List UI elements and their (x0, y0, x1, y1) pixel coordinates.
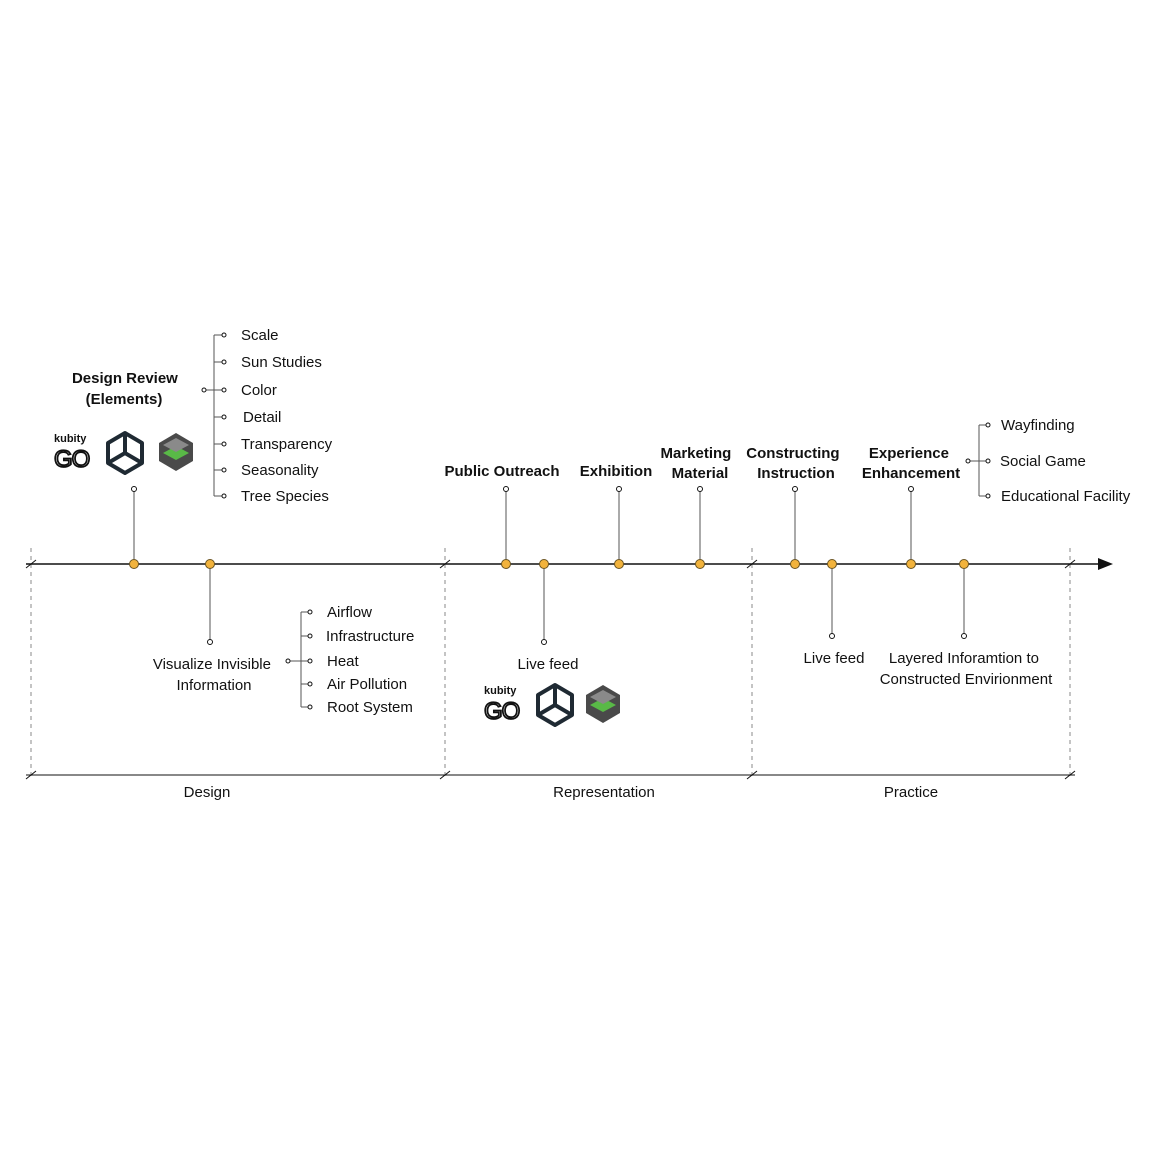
milestone-marketing: Marketing Material (660, 445, 735, 482)
milestone-experience: Experience Enhancement (862, 445, 960, 482)
list-item: Educational Facility (1001, 488, 1131, 505)
node-experience (906, 559, 916, 569)
node-exhibition (614, 559, 624, 569)
node-constructing (790, 559, 800, 569)
bracket-visualize-dots (285, 609, 313, 710)
phase-label-representation: Representation (553, 784, 655, 801)
list-item: Airflow (327, 604, 372, 621)
timeline-arrowhead-icon (1098, 558, 1113, 570)
list-item: Sun Studies (241, 354, 322, 371)
milestone-live-feed-2: Live feed (804, 650, 865, 667)
milestone-design-review: Design Review (Elements) (72, 370, 182, 408)
unity-logo-icon (536, 683, 574, 727)
list-item: Detail (243, 409, 281, 426)
visualize-elements-list: Airflow Infrastructure Heat Air Pollutio… (326, 604, 414, 716)
node-marketing (695, 559, 705, 569)
svg-text:kubity: kubity (54, 433, 87, 445)
svg-text:GO: GO (54, 446, 90, 473)
phase-label-design: Design (184, 784, 231, 801)
kubity-go-logo-icon: kubity GO (53, 433, 91, 474)
bracket-visualize (288, 611, 308, 708)
node-live-feed-1 (539, 559, 549, 569)
milestone-visualize: Visualize Invisible Information (153, 656, 275, 694)
milestone-constructing: Constructing Instruction (746, 445, 844, 482)
phase-axis-ticks (25, 770, 1076, 780)
milestone-public-outreach: Public Outreach (444, 463, 559, 480)
bracket-design-review (204, 334, 222, 497)
kubity-go-logo-icon: kubity GO (483, 685, 521, 726)
layers-logo-icon (159, 433, 193, 471)
svg-text:kubity: kubity (484, 685, 517, 697)
node-live-feed-2 (827, 559, 837, 569)
list-item: Scale (241, 327, 279, 344)
top-stems (133, 489, 912, 564)
svg-text:GO: GO (484, 698, 520, 725)
list-item: Wayfinding (1001, 417, 1075, 434)
stem-end-markers (131, 486, 967, 645)
milestone-exhibition: Exhibition (580, 463, 653, 480)
list-item: Root System (327, 699, 413, 716)
node-design-review (129, 559, 139, 569)
list-item: Seasonality (241, 462, 319, 479)
layers-logo-icon (586, 685, 620, 723)
bottom-stems (209, 564, 965, 642)
list-item: Infrastructure (326, 628, 414, 645)
list-item: Heat (327, 653, 360, 670)
node-layered (959, 559, 969, 569)
list-item: Color (241, 382, 277, 399)
experience-elements-list: Wayfinding Social Game Educational Facil… (1000, 417, 1131, 505)
phase-label-practice: Practice (884, 784, 938, 801)
node-public-outreach (501, 559, 511, 569)
list-item: Transparency (241, 436, 333, 453)
phase-separators (30, 548, 1071, 780)
node-visualize (205, 559, 215, 569)
bracket-experience (968, 424, 986, 497)
timeline-nodes (129, 559, 969, 569)
milestone-live-feed-1: Live feed (518, 656, 579, 673)
logo-group-design-review: kubity GO (53, 431, 193, 475)
list-item: Air Pollution (327, 676, 407, 693)
list-item: Social Game (1000, 453, 1086, 470)
design-review-elements-list: Scale Sun Studies Color Detail Transpare… (241, 327, 333, 505)
logo-group-live-feed: kubity GO (483, 683, 620, 727)
axis-break-ticks (25, 559, 1076, 569)
bracket-design-review-dots (201, 332, 227, 499)
list-item: Tree Species (241, 488, 329, 505)
unity-logo-icon (106, 431, 144, 475)
milestone-layered: Layered Inforamtion to Constructed Envir… (880, 650, 1053, 688)
bracket-experience-dots (965, 422, 991, 499)
